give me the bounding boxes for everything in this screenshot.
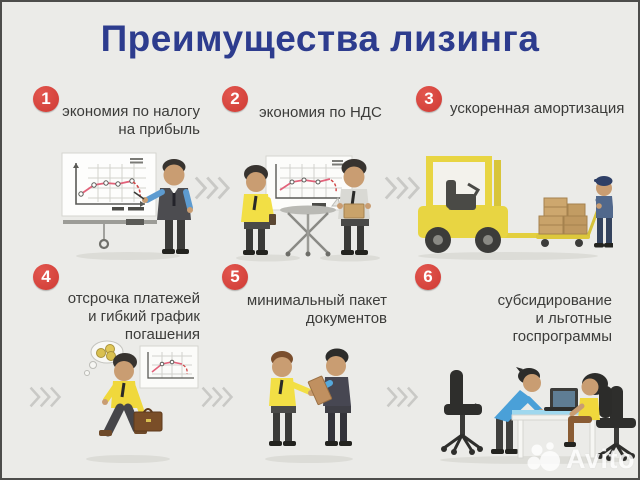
avito-circles-logo-icon — [527, 442, 560, 471]
item-4-label-line2: и гибкий график — [88, 308, 200, 325]
item-1-label-line1: экономия по налогу — [62, 103, 200, 120]
item-5-label-line2: документов — [305, 310, 387, 327]
item-2-number-badge: 2 — [222, 86, 248, 112]
two-managers-discussing-chart-illustration — [236, 155, 380, 262]
item-6-label: субсидирование и льготные госпрограммы — [435, 292, 612, 346]
chevron-separator-icon — [28, 385, 62, 414]
chevron-separator-icon — [193, 175, 231, 206]
forklift-and-loader-with-boxes-illustration — [418, 156, 613, 260]
chevron-separator-icon — [383, 175, 421, 206]
item-4-label-line1: отсрочка платежей — [67, 290, 200, 307]
item-6-label-line2: и льготные госпрограммы — [512, 310, 612, 345]
item-1-label: экономия по налогу на прибыль — [57, 103, 200, 139]
man-presenting-chart-illustration — [61, 152, 193, 260]
chevron-separator-icon — [385, 385, 419, 414]
page-title: Преимущества лизинга — [100, 18, 540, 59]
item-3-label: ускоренная амортизация — [450, 100, 625, 118]
chevron-separator-icon — [200, 385, 234, 414]
watermark-text: Avito — [566, 443, 635, 474]
item-2-label: экономия по НДС — [259, 104, 389, 122]
item-5-number-badge: 5 — [222, 264, 248, 290]
item-4-label-line3: погашения — [124, 326, 200, 343]
item-6-label-line1: субсидирование — [497, 292, 612, 309]
item-3-number-badge: 3 — [416, 86, 442, 112]
item-5-label-line1: минимальный пакет — [246, 292, 387, 309]
item-1-label-line2: на прибыль — [118, 121, 200, 138]
businessman-walking-with-briefcase-illustration — [84, 340, 199, 463]
item-4-label: отсрочка платежей и гибкий график погаше… — [57, 290, 200, 344]
item-5-label: минимальный пакет документов — [242, 292, 387, 328]
item-6-number-badge: 6 — [415, 264, 441, 290]
item-2-label-line1: экономия по НДС — [259, 104, 382, 121]
item-4-number-badge: 4 — [33, 264, 59, 290]
item-3-label-line1: ускоренная амортизация — [450, 100, 625, 117]
watermark: Avito — [526, 440, 635, 478]
manager-handing-documents-illustration — [265, 348, 353, 463]
item-1-number-badge: 1 — [33, 86, 59, 112]
meeting-at-desk-with-laptop-illustration — [440, 367, 636, 464]
